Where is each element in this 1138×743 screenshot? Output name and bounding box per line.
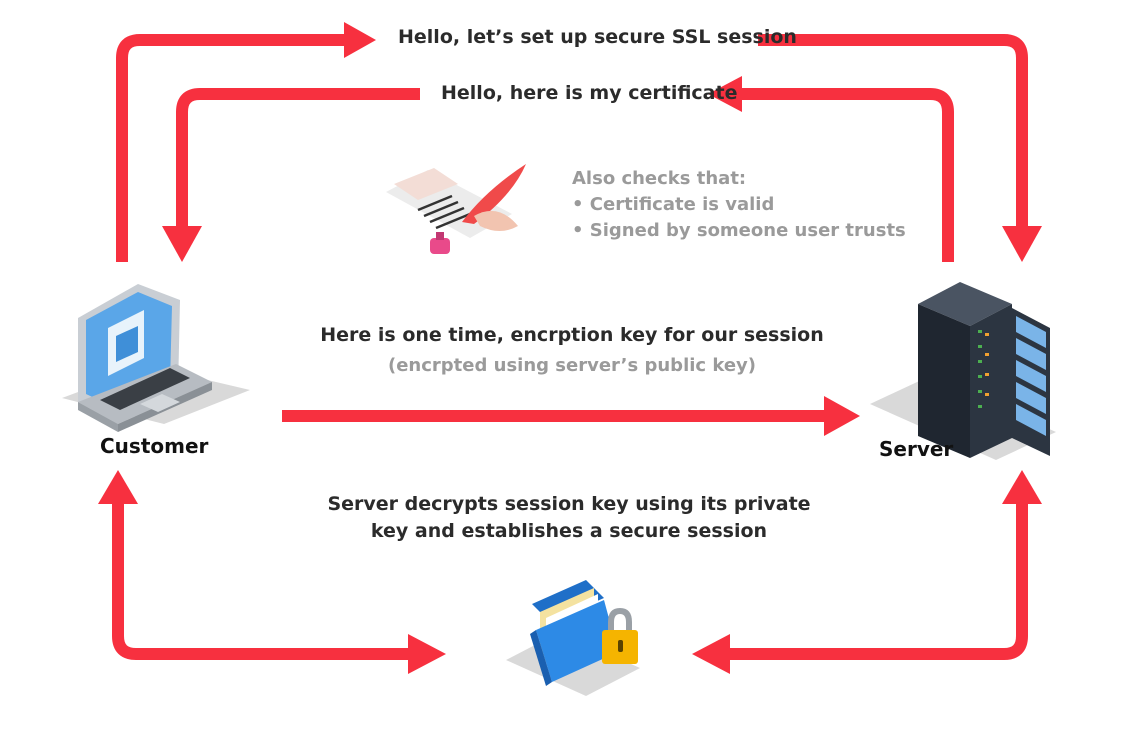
arrowhead-setup-down	[1002, 226, 1042, 262]
check-item-valid: • Certificate is valid	[572, 194, 775, 215]
arrowhead-setup	[344, 22, 376, 58]
arrow-server-bottom	[728, 502, 1028, 660]
arrowhead-from-folder	[692, 634, 730, 674]
laptop-icon	[62, 284, 250, 432]
certificate-checks: Also checks that: • Certificate is valid…	[572, 166, 906, 244]
locked-folder-icon	[506, 580, 640, 696]
arrowhead-cert-down	[162, 226, 202, 262]
arrowhead-to-folder	[408, 634, 446, 674]
arrow-hello-cert-right	[740, 88, 954, 262]
arrowhead-customer-up	[98, 470, 138, 504]
arrowhead-server-up	[1002, 470, 1042, 504]
message-hello-certificate: Hello, here is my certificate	[441, 82, 738, 104]
arrow-hello-setup-left	[116, 34, 346, 262]
check-item-trusted: • Signed by someone user trusts	[572, 220, 906, 241]
customer-label: Customer	[100, 434, 209, 458]
arrowhead-cert	[708, 76, 742, 112]
arrow-customer-bottom	[112, 502, 410, 660]
server-rack-icon	[870, 282, 1056, 460]
arrow-hello-setup-right	[758, 34, 1028, 228]
checks-title: Also checks that:	[572, 168, 747, 189]
message-hello-setup: Hello, let’s set up secure SSL session	[398, 26, 797, 48]
arrowhead-session-key	[824, 396, 860, 436]
message-session-key-note: (encrpted using server’s public key)	[387, 355, 756, 376]
message-decrypt: Server decrypts session key using its pr…	[0, 491, 1138, 545]
arrow-hello-cert-left	[176, 88, 420, 228]
decrypt-line-1: Server decrypts session key using its pr…	[327, 493, 811, 515]
server-label: Server	[879, 437, 954, 461]
message-session-key: Here is one time, encrption key for our …	[320, 324, 824, 346]
quill-signature-icon	[386, 164, 526, 254]
decrypt-line-2: key and establishes a secure session	[370, 520, 768, 542]
